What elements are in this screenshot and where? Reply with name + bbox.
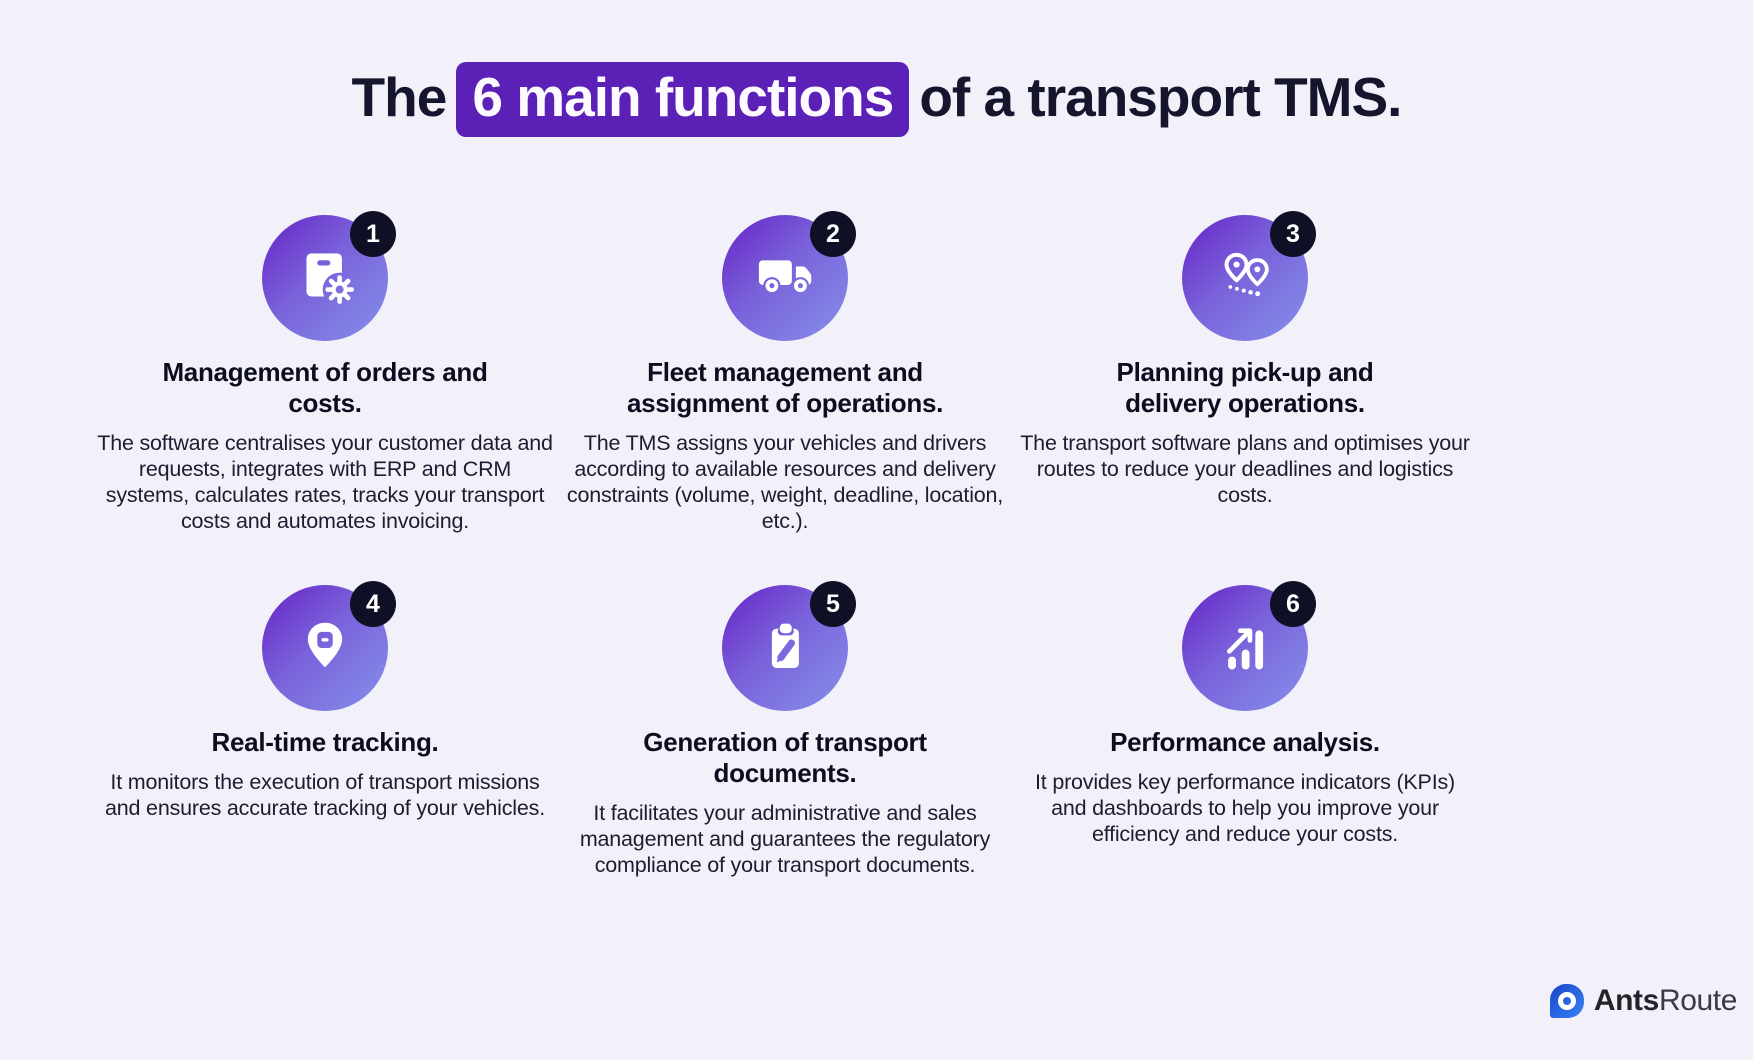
- feature-icon-wrap: 1: [262, 211, 396, 341]
- feature-title: Real-time tracking.: [211, 727, 439, 757]
- feature-title: Performance analysis.: [1110, 727, 1380, 757]
- brand-name: AntsRoute: [1593, 984, 1738, 1018]
- feature-card-planning: 3 Planning pick-up and delivery operatio…: [1015, 211, 1475, 585]
- feature-card-performance: 6 Performance analysis. It provides key …: [1015, 581, 1475, 878]
- feature-title: Management of orders and costs.: [162, 357, 488, 418]
- feature-description: The software centralises your customer d…: [97, 431, 553, 533]
- truck-icon: [758, 260, 812, 293]
- brand-name-bold: Ants: [1593, 984, 1659, 1017]
- package-gear-icon: [306, 253, 354, 304]
- feature-title: Fleet management and assignment of opera…: [626, 357, 944, 418]
- feature-description: It provides key performance indicators (…: [1035, 770, 1455, 846]
- number-badge: 4: [350, 581, 396, 627]
- feature-card-tracking: 4 Real-time tracking. It monitors the ex…: [95, 581, 555, 878]
- feature-card-fleet: 2 Fleet management and assignment of ope…: [555, 211, 1015, 585]
- feature-icon-wrap: 6: [1182, 581, 1316, 711]
- brand-name-regular: Route: [1658, 984, 1737, 1017]
- number-badge: 3: [1270, 211, 1316, 257]
- feature-description: The TMS assigns your vehicles and driver…: [566, 431, 1004, 533]
- number-badge: 2: [810, 211, 856, 257]
- feature-title: Planning pick-up and delivery operations…: [1116, 357, 1374, 418]
- route-pins-icon: [1224, 252, 1269, 297]
- feature-icon-wrap: 2: [722, 211, 856, 341]
- feature-icon-wrap: 4: [262, 581, 396, 711]
- feature-description: It monitors the execution of transport m…: [105, 770, 545, 820]
- features-grid: 1 Management of orders and costs. The so…: [95, 211, 1475, 878]
- antsroute-logo-icon: [1549, 984, 1584, 1018]
- feature-icon-wrap: 3: [1182, 211, 1316, 341]
- clipboard-pencil-icon: [771, 622, 801, 670]
- tracking-pin-icon: [307, 622, 343, 668]
- title-prefix: The: [351, 66, 448, 128]
- title-suffix: of a transport TMS.: [919, 66, 1402, 128]
- number-badge: 6: [1270, 581, 1316, 627]
- growth-chart-icon: [1226, 628, 1264, 670]
- brand-logo: AntsRoute: [1549, 984, 1738, 1018]
- feature-description: It facilitates your administrative and s…: [579, 801, 991, 877]
- title-highlight: 6 main functions: [456, 62, 910, 138]
- feature-icon-wrap: 5: [722, 581, 856, 711]
- feature-description: The transport software plans and optimis…: [1020, 431, 1470, 507]
- number-badge: 5: [810, 581, 856, 627]
- number-badge: 1: [350, 211, 396, 257]
- feature-title: Generation of transport documents.: [643, 727, 927, 788]
- feature-card-orders: 1 Management of orders and costs. The so…: [95, 211, 555, 585]
- feature-card-documents: 5 Generation of transport documents. It …: [555, 581, 1015, 878]
